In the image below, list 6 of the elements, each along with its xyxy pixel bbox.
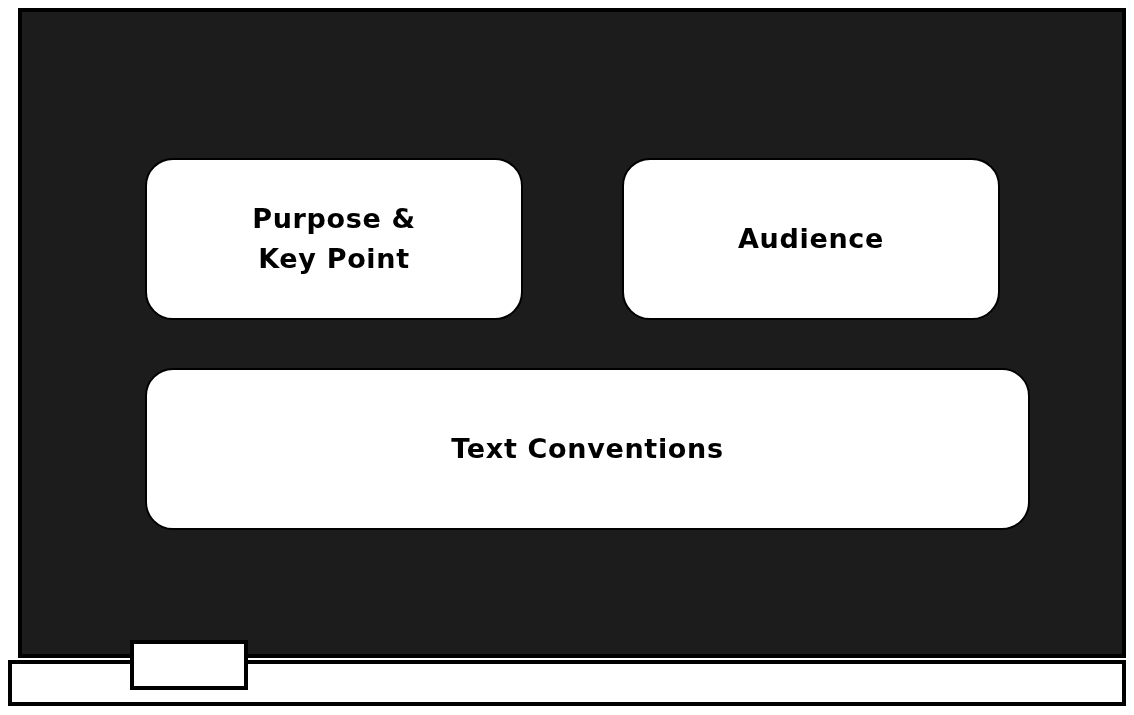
- box-label: Purpose & Key Point: [251, 202, 417, 276]
- box-label: Text Conventions: [451, 432, 724, 466]
- box-label: Audience: [738, 222, 884, 256]
- rounded-box: [145, 158, 523, 320]
- rounded-box: [622, 158, 1000, 320]
- rounded-box: [145, 368, 1030, 530]
